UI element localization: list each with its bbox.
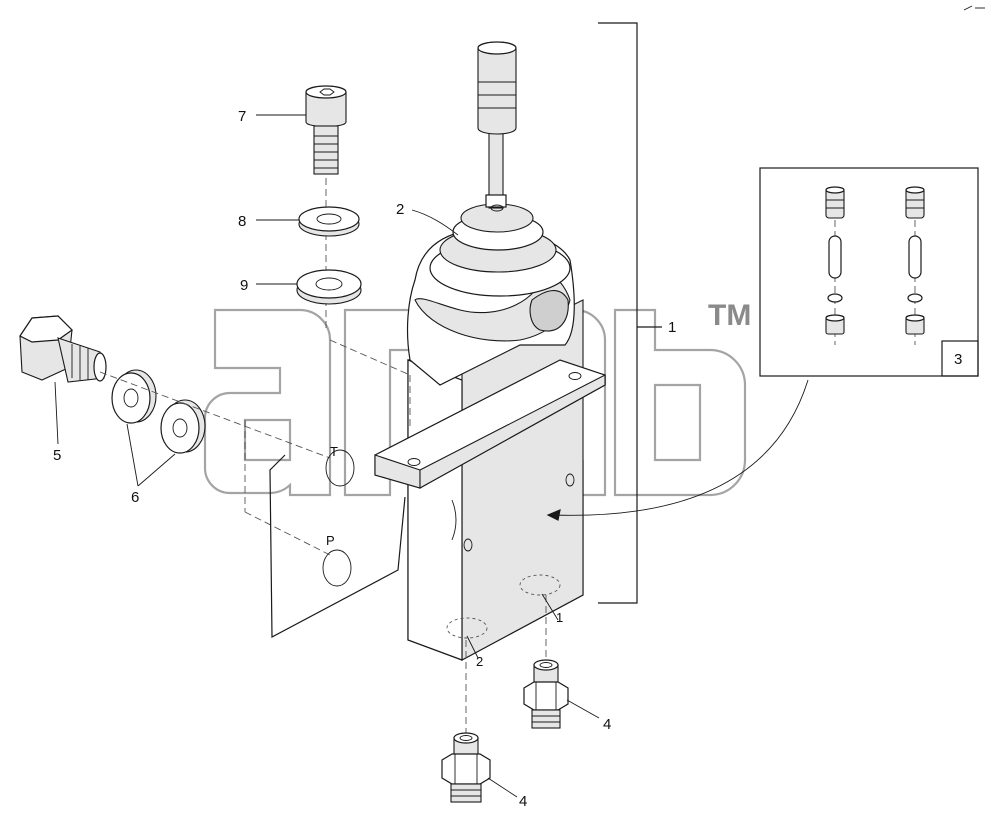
fitting-upper-item-4 xyxy=(523,595,569,729)
port-plane xyxy=(99,339,411,638)
port-label-1: 1 xyxy=(556,610,563,625)
callout-9: 9 xyxy=(240,277,248,294)
bolt-item-5 xyxy=(19,315,107,383)
fitting-lower-item-4 xyxy=(441,640,491,803)
inset-pointer-arrow xyxy=(551,379,809,516)
callout-2: 2 xyxy=(396,201,404,218)
callout-4-lower: 4 xyxy=(519,793,527,810)
leader-lines xyxy=(54,114,600,798)
washer-item-9 xyxy=(296,269,362,305)
callout-5: 5 xyxy=(53,447,61,464)
inset-kit-box xyxy=(759,167,979,377)
callout-7: 7 xyxy=(238,108,246,125)
callouts: 1 2 3 4 4 5 6 7 8 9 xyxy=(53,108,962,810)
callout-8: 8 xyxy=(238,213,246,230)
callout-6: 6 xyxy=(131,489,139,506)
lever-boot xyxy=(406,41,575,386)
washers-item-6 xyxy=(111,369,206,454)
callout-3: 3 xyxy=(954,351,962,368)
inset-stack-left xyxy=(825,186,845,345)
callout-1: 1 xyxy=(668,319,676,336)
watermark-trademark: TM xyxy=(708,299,751,332)
port-label-p: P xyxy=(326,533,335,548)
assembly-bracket xyxy=(598,22,662,604)
arrow-head xyxy=(546,509,561,521)
port-labels: T P 1 2 xyxy=(326,444,563,669)
inset-stack-right xyxy=(905,186,925,345)
port-label-t: T xyxy=(330,444,338,459)
corner-mark xyxy=(963,5,985,11)
callout-4-upper: 4 xyxy=(603,716,611,733)
port-label-2: 2 xyxy=(476,654,483,669)
washer-item-8 xyxy=(298,206,360,237)
valve-body xyxy=(374,299,606,661)
